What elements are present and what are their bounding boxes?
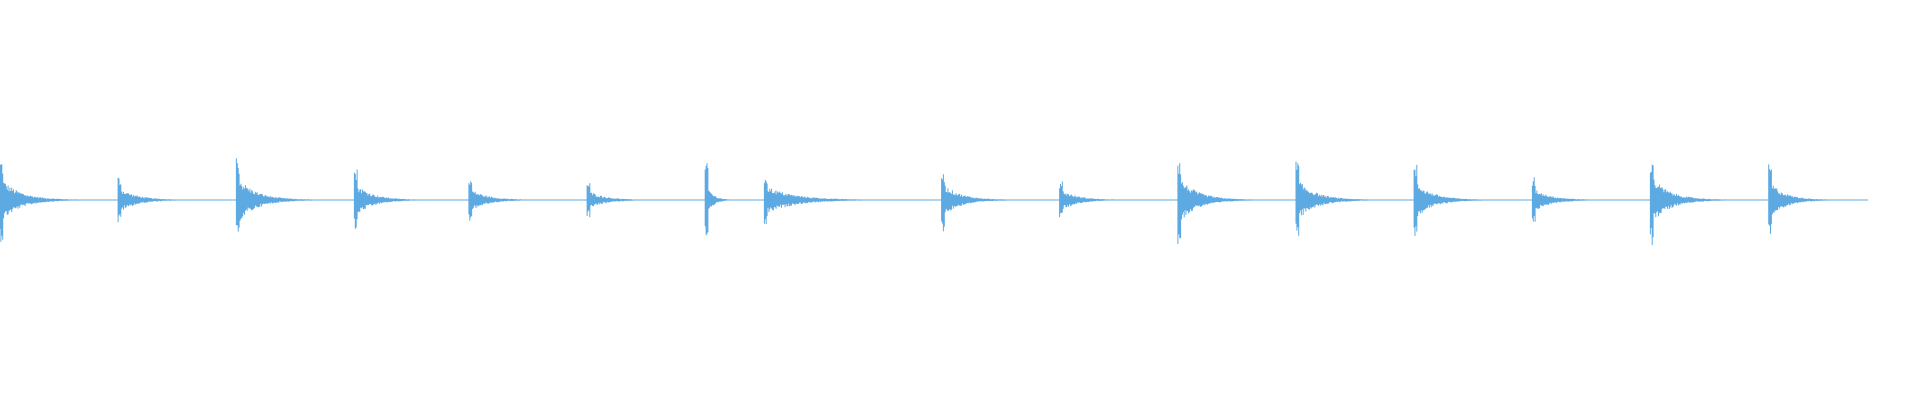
- waveform-hit-4: [353, 169, 454, 229]
- waveform-hit-7: [704, 163, 743, 236]
- waveform-hit-10: [1059, 181, 1159, 218]
- waveform-hit-12: [1295, 161, 1407, 236]
- waveform-hit-14: [1531, 177, 1631, 222]
- waveform-hit-15: [1649, 164, 1759, 246]
- waveform-hit-13: [1413, 164, 1519, 236]
- waveform-hit-11: [1177, 163, 1289, 244]
- waveform-hit-8: [763, 179, 930, 224]
- waveform-hit-2: [117, 177, 220, 223]
- waveform-hits: [0, 158, 1861, 246]
- waveform-hit-3: [235, 158, 346, 232]
- waveform-hit-1: [0, 164, 114, 242]
- waveform-hit-5: [468, 181, 567, 221]
- waveform-hit-16: [1768, 164, 1861, 234]
- waveform-hit-9: [941, 174, 1046, 232]
